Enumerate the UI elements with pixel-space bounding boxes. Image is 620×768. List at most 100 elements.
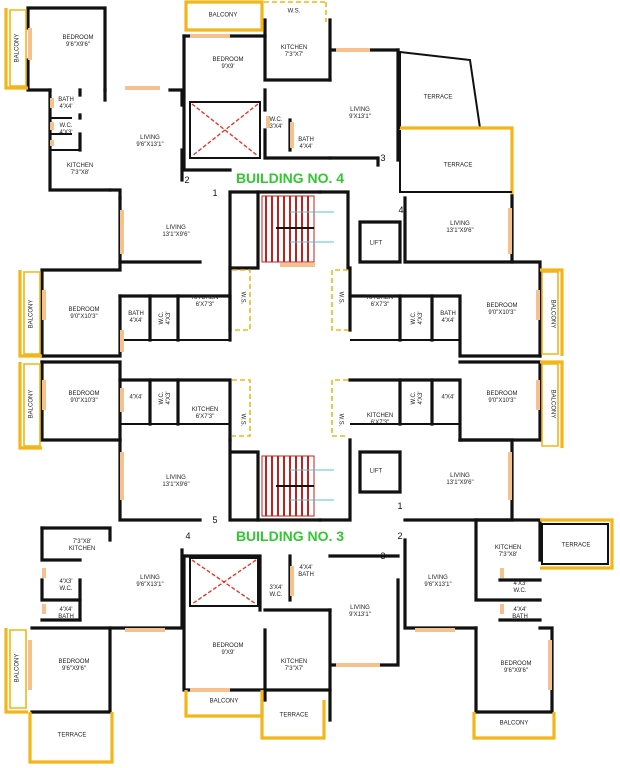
unit-number: 2 xyxy=(184,175,190,185)
ws-mid-right xyxy=(331,269,348,437)
terrace-label: TERRACE xyxy=(561,542,591,549)
balcony-top-center xyxy=(184,0,327,32)
room-wc: W.C.4'X3' xyxy=(59,123,73,136)
room-wc: W.C.4'X3' xyxy=(159,311,172,325)
doors-b4-living xyxy=(120,208,512,267)
terrace-label: TERRACE xyxy=(423,94,453,101)
room-wc: 3'X4'W.C. xyxy=(269,585,283,598)
stair-top xyxy=(261,195,334,263)
mid-left-walls xyxy=(40,294,232,442)
ws-label: W.S. xyxy=(239,291,246,305)
terrace-label: TERRACE xyxy=(443,162,473,169)
ws-label: W.S. xyxy=(287,8,301,15)
balcony-label: BALCONY xyxy=(208,12,238,19)
balcony-label: BALCONY xyxy=(28,389,35,419)
room-bath: 4'X4'BATH xyxy=(298,565,314,578)
ws-label: W.S. xyxy=(337,291,344,305)
unit-number: 1 xyxy=(397,501,403,511)
balcony-bottom-left xyxy=(4,628,114,764)
room-bath: 4'X4' xyxy=(441,394,455,401)
doors-top-center xyxy=(190,34,370,148)
duct-cross-bottom xyxy=(191,559,257,605)
doors-top-left xyxy=(28,28,160,146)
balcony-label: BALCONY xyxy=(549,389,556,419)
room-bath: 4'X4' xyxy=(129,394,143,401)
terrace-top-right xyxy=(399,50,514,196)
unit-number: 4 xyxy=(185,531,191,541)
room-wc: W.C.3'X4' xyxy=(269,117,283,130)
duct-cross-top xyxy=(191,103,259,157)
doors-bottom-center xyxy=(190,566,380,692)
unit-bottom-right-walls xyxy=(403,518,554,714)
unit-number: 3 xyxy=(380,153,386,163)
room-bath: 4'X4'BATH xyxy=(58,607,74,620)
terrace-label: TERRACE xyxy=(57,732,87,739)
building-4-title: BUILDING NO. 4 xyxy=(235,170,345,186)
room-wc: W.C.4'X3' xyxy=(411,311,424,325)
balcony-bottom-center xyxy=(184,690,326,740)
unit-bottom-left-walls xyxy=(30,526,184,714)
balcony-top-left xyxy=(4,8,28,90)
doors-mid-left xyxy=(42,290,124,412)
doors-bottom-right xyxy=(415,568,552,690)
lift-label: LIFT xyxy=(369,468,383,475)
room-wc: 4'X3'W.C. xyxy=(513,581,527,594)
doors-bottom-left xyxy=(28,568,165,690)
unit-number: 4 xyxy=(398,205,404,215)
room-wc: W.C.4'X3' xyxy=(411,391,424,405)
room-bath: 4'X4'BATH xyxy=(512,607,528,620)
building-3-title: BUILDING NO. 3 xyxy=(235,528,345,544)
balcony-label: BALCONY xyxy=(14,33,21,63)
balcony-mid-right xyxy=(540,268,564,448)
balcony-label: BALCONY xyxy=(28,299,35,329)
balcony-label: BALCONY xyxy=(14,653,21,683)
doors-b3-living xyxy=(120,452,512,500)
room-kitchen: 7'3"X8'KITCHEN xyxy=(68,539,96,552)
stair-bottom xyxy=(261,455,334,517)
lift-label: LIFT xyxy=(369,240,383,247)
terrace-bottom-right xyxy=(472,518,614,740)
balcony-label: BALCONY xyxy=(499,720,529,727)
room-wc: W.C.4'X3' xyxy=(159,391,172,405)
unit-number: 5 xyxy=(212,515,218,525)
unit-number: 1 xyxy=(212,188,218,198)
balcony-mid-left xyxy=(18,270,42,450)
terrace-label: TERRACE xyxy=(279,712,309,719)
unit-number: 2 xyxy=(397,531,403,541)
balcony-label: BALCONY xyxy=(549,299,556,329)
unit-number: 3 xyxy=(380,551,386,561)
ws-label: W.S. xyxy=(239,413,246,427)
ws-label: W.S. xyxy=(337,413,344,427)
balcony-label: BALCONY xyxy=(209,698,239,705)
room-wc: 4'X3'W.C. xyxy=(59,579,73,592)
